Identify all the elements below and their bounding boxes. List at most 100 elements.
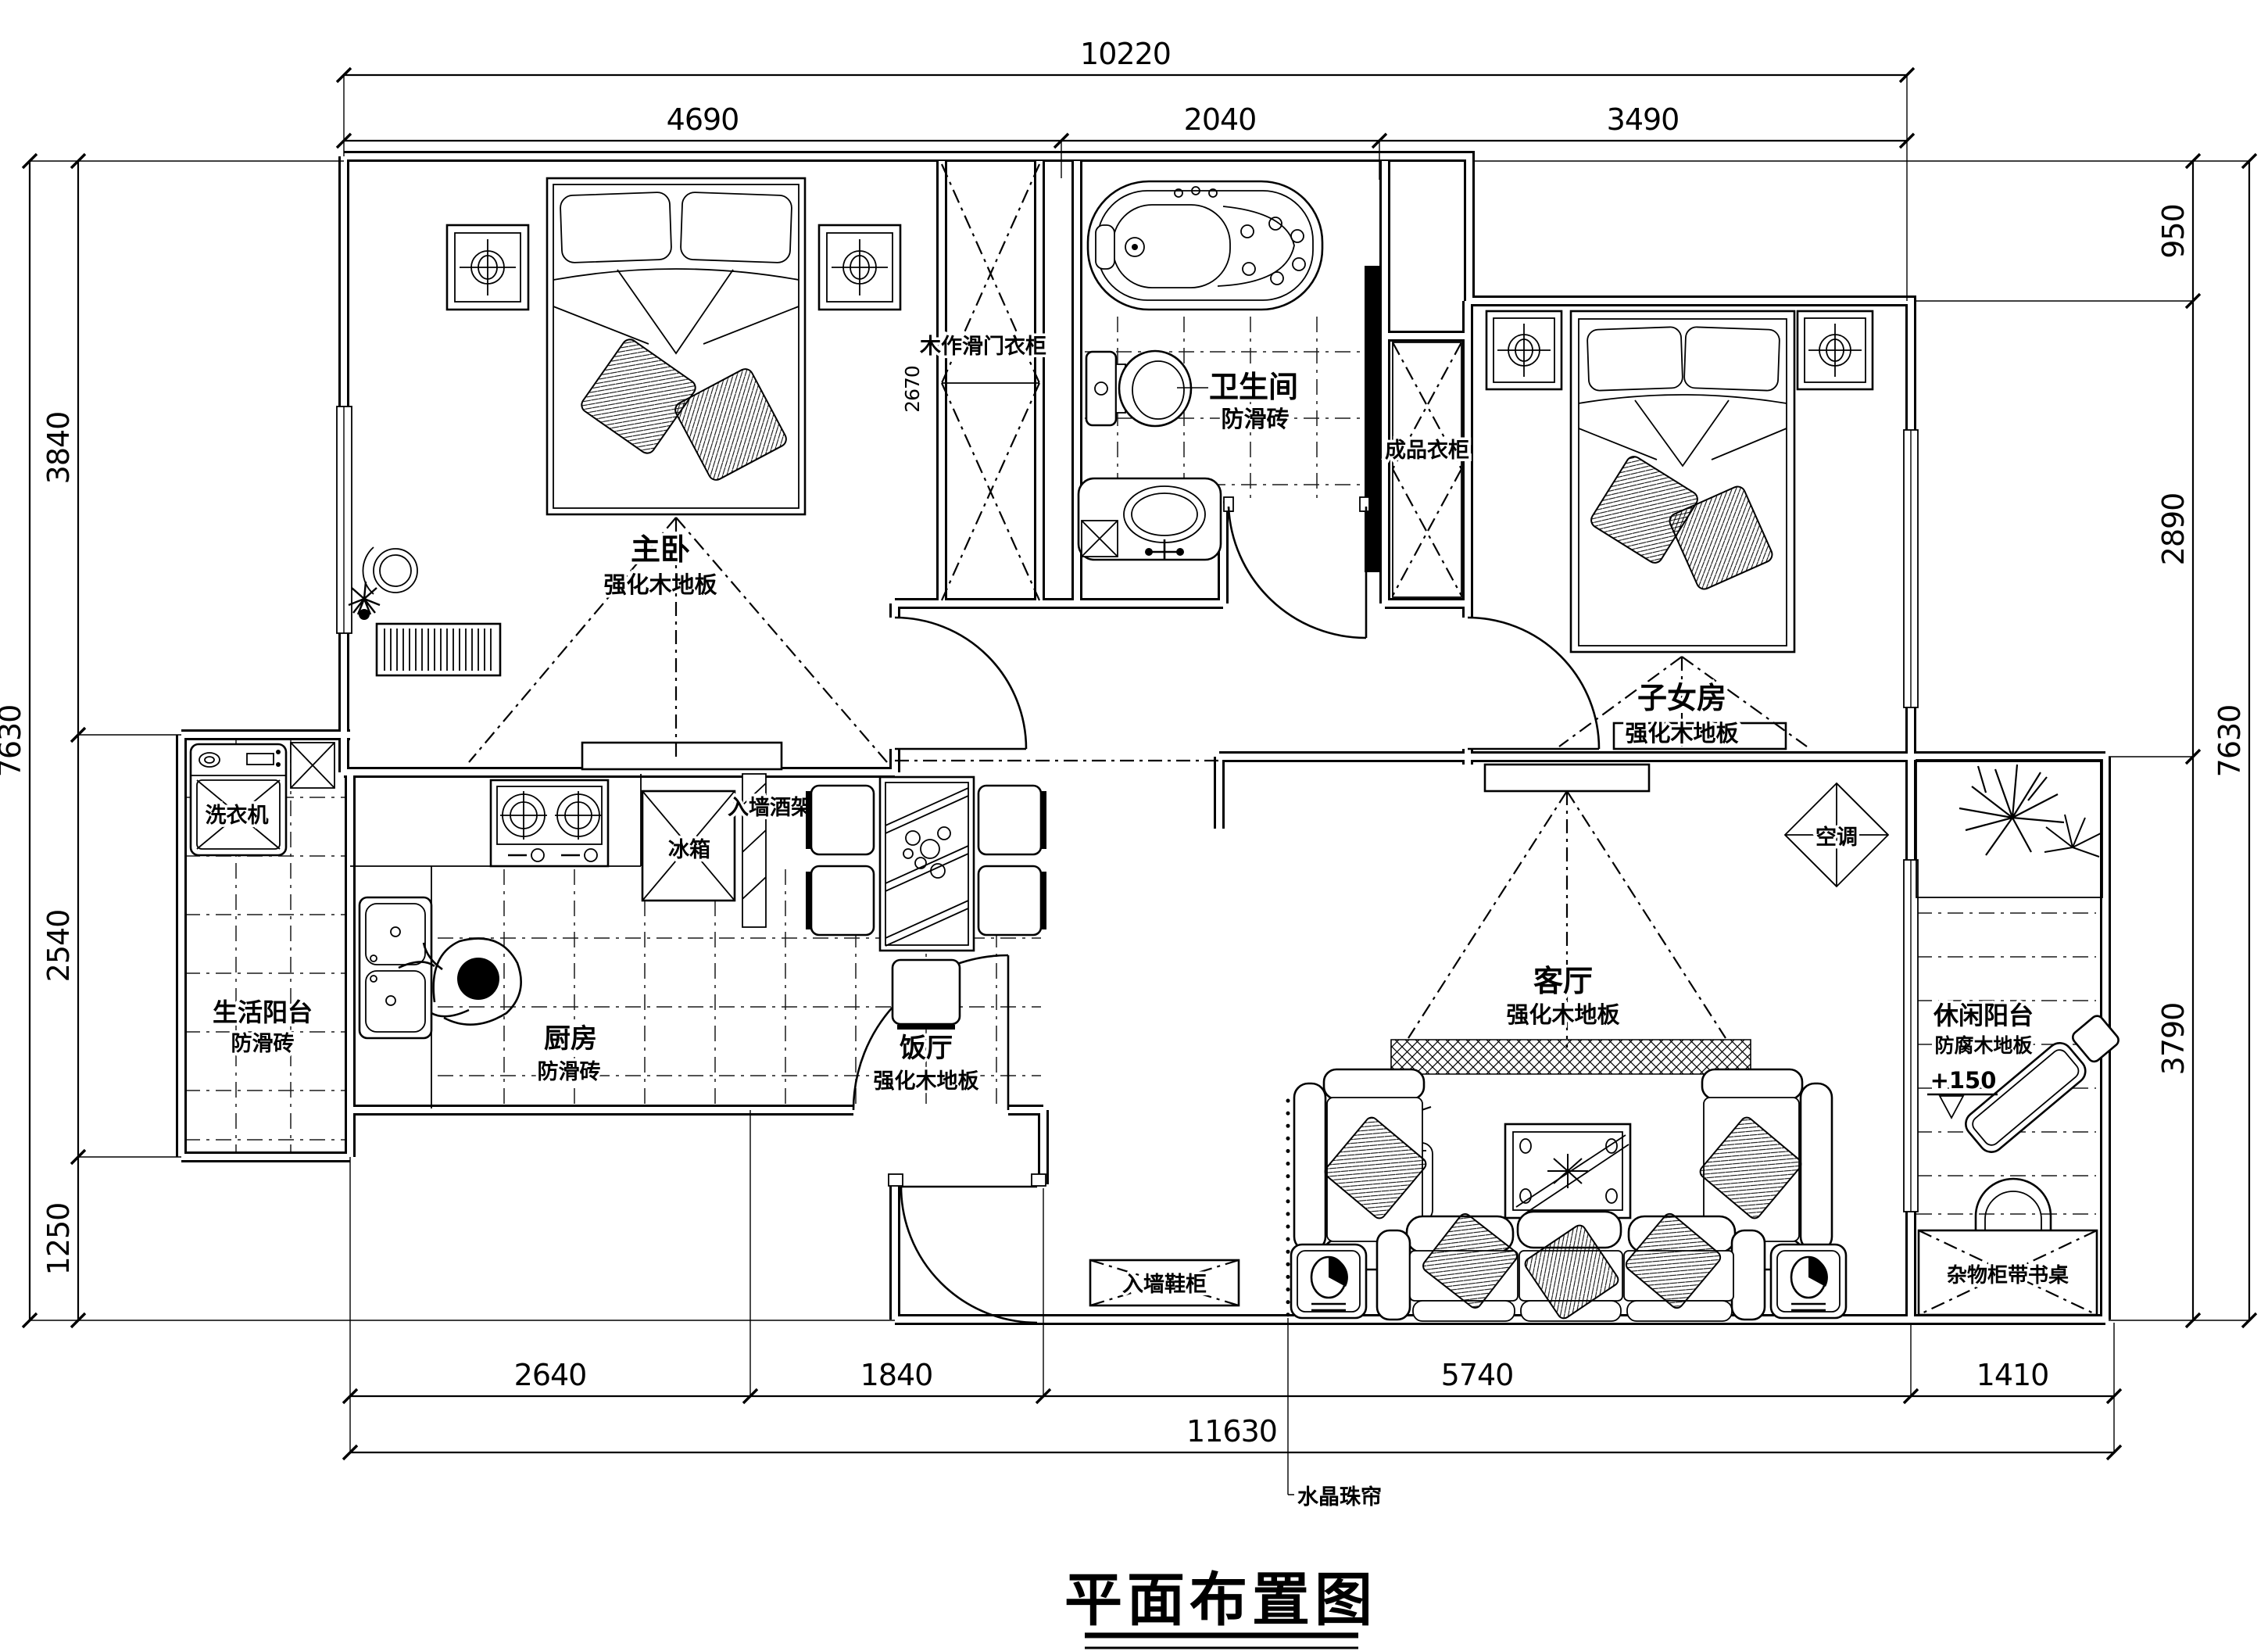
planter bbox=[1916, 759, 2103, 898]
bathroom: 卫生间 防滑砖 bbox=[1077, 180, 1324, 561]
master-tv-cabinet bbox=[468, 517, 888, 771]
entry-door bbox=[888, 1173, 1046, 1324]
label-ready-wardrobe: 成品衣柜 bbox=[1385, 438, 1469, 463]
sofa bbox=[1375, 1210, 1766, 1322]
tv-cabinet-living bbox=[1408, 763, 1726, 1048]
dining-room: 饭厅 强化木地板 bbox=[806, 775, 1046, 1097]
coffee-table bbox=[1504, 1123, 1632, 1219]
dim-right-seg: 2890 bbox=[2156, 493, 2191, 566]
wine-rack: 入墙酒架 bbox=[725, 773, 815, 928]
dim-right-seg: 3790 bbox=[2156, 1003, 2191, 1076]
dim-left-overall: 7630 bbox=[0, 705, 27, 778]
dim-top-seg: 4690 bbox=[667, 102, 739, 137]
label-storage-desk: 杂物柜带书桌 bbox=[1947, 1264, 2069, 1287]
plumbing-shaft bbox=[1365, 266, 1382, 572]
armchair-right bbox=[1699, 1068, 1833, 1271]
master-bed bbox=[546, 177, 807, 516]
service-balcony: 洗衣机 生活阳台 防滑砖 bbox=[189, 742, 335, 1059]
leisure-balcony: 休闲阳台 防腐木地板 +150 杂物柜带书桌 bbox=[1916, 759, 2120, 1316]
kids-window bbox=[1903, 429, 1919, 708]
master-window bbox=[336, 406, 352, 634]
drawing-title: 平面布置图 bbox=[1064, 1567, 1377, 1649]
windows bbox=[336, 406, 1919, 1212]
dim-top-seg: 3490 bbox=[1607, 102, 1680, 137]
room-floor-kitchen: 防滑砖 bbox=[538, 1060, 601, 1084]
room-label-kids: 子女房 bbox=[1637, 681, 1726, 715]
nightstand bbox=[1485, 310, 1563, 391]
kids-tv-cabinet bbox=[1558, 656, 1808, 750]
bath-door bbox=[1223, 496, 1370, 639]
stove bbox=[489, 779, 610, 868]
room-label-leisure-balcony: 休闲阳台 bbox=[1933, 1001, 2034, 1030]
side-table bbox=[1290, 1243, 1368, 1320]
table-plant bbox=[903, 826, 951, 879]
dining-chair bbox=[806, 865, 875, 937]
dining-chair bbox=[977, 784, 1046, 856]
room-label-bath: 卫生间 bbox=[1209, 370, 1298, 404]
dresser bbox=[348, 581, 502, 677]
dim-left-seg: 1250 bbox=[41, 1203, 76, 1276]
room-floor-master: 强化木地板 bbox=[603, 571, 717, 598]
person-figure bbox=[422, 937, 522, 1026]
sliding-wardrobe: 木作滑门衣柜 2670 bbox=[901, 163, 1050, 601]
lounge-chair bbox=[1965, 1015, 2120, 1153]
dining-chair bbox=[977, 865, 1046, 937]
dim-wardrobe-depth: 2670 bbox=[901, 366, 924, 413]
label-washer: 洗衣机 bbox=[206, 803, 269, 828]
label-bead-curtain: 水晶珠帘 bbox=[1297, 1484, 1382, 1510]
room-label-service-balcony: 生活阳台 bbox=[213, 997, 313, 1027]
kitchen: 厨房 防滑砖 bbox=[350, 774, 642, 1108]
kitchen-sink bbox=[358, 896, 435, 1040]
shoe-cabinet: 入墙鞋柜 bbox=[1089, 1259, 1240, 1307]
toilet bbox=[1085, 349, 1193, 428]
level-mark: +150 bbox=[1927, 1065, 1999, 1119]
room-floor-dining: 强化木地板 bbox=[874, 1069, 979, 1094]
desk-chair bbox=[1974, 1177, 2052, 1248]
room-floor-bath: 防滑砖 bbox=[1221, 406, 1289, 432]
label-sliding-wardrobe: 木作滑门衣柜 bbox=[919, 334, 1046, 359]
utility-box bbox=[290, 742, 335, 789]
dim-top-overall: 10220 bbox=[1080, 37, 1171, 71]
balcony-tree bbox=[1959, 764, 2102, 858]
room-floor-service-balcony: 防滑砖 bbox=[231, 1032, 295, 1056]
dim-top-seg: 2040 bbox=[1184, 102, 1257, 137]
dimension-top: 10220 4690 2040 3490 bbox=[335, 37, 1916, 301]
nightstand bbox=[445, 224, 530, 311]
dim-right-overall: 7630 bbox=[2213, 705, 2247, 778]
label-shoe-cabinet: 入墙鞋柜 bbox=[1122, 1273, 1207, 1297]
dim-bottom-seg: 1840 bbox=[860, 1358, 933, 1392]
label-ac: 空调 bbox=[1815, 825, 1858, 850]
dim-left-seg: 3840 bbox=[41, 412, 76, 485]
living-room: 客厅 强化木地板 bbox=[1290, 763, 1890, 1322]
dining-table bbox=[878, 775, 975, 952]
dim-bottom-seg: 2640 bbox=[514, 1358, 587, 1392]
fridge-box: 冰箱 bbox=[641, 790, 736, 902]
dimension-right: 950 2890 3790 7630 bbox=[1472, 152, 2258, 1329]
dim-left-seg: 2540 bbox=[41, 910, 76, 983]
kids-bed bbox=[1569, 310, 1796, 654]
kids-room: 子女房 强化木地板 bbox=[1485, 310, 1874, 750]
dim-bottom-seg: 5740 bbox=[1441, 1358, 1514, 1392]
dining-chair bbox=[806, 784, 875, 856]
ready-wardrobe: 成品衣柜 bbox=[1383, 342, 1472, 598]
dimension-left: 7630 3840 2540 1250 bbox=[0, 152, 895, 1329]
dimension-bottom: 2640 1840 5740 1410 11630 bbox=[342, 1110, 2123, 1461]
living-balcony-window bbox=[1903, 859, 1919, 1212]
dim-right-seg: 950 bbox=[2156, 204, 2191, 259]
balcony-level: +150 bbox=[1930, 1067, 1997, 1094]
master-bedroom: 主卧 强化木地板 bbox=[348, 177, 902, 771]
bathtub bbox=[1086, 180, 1324, 311]
master-door bbox=[894, 616, 1028, 750]
nightstand bbox=[1796, 310, 1874, 391]
stool bbox=[362, 546, 418, 595]
title-text: 平面布置图 bbox=[1064, 1567, 1377, 1634]
room-floor-living: 强化木地板 bbox=[1506, 1001, 1620, 1028]
vanity-sink bbox=[1077, 477, 1222, 561]
dim-bottom-overall: 11630 bbox=[1186, 1414, 1277, 1449]
room-floor-leisure-balcony: 防腐木地板 bbox=[1934, 1034, 2032, 1057]
nightstand bbox=[817, 224, 902, 311]
washing-machine bbox=[189, 743, 288, 857]
room-label-kitchen: 厨房 bbox=[544, 1023, 597, 1055]
room-label-master: 主卧 bbox=[631, 532, 690, 567]
